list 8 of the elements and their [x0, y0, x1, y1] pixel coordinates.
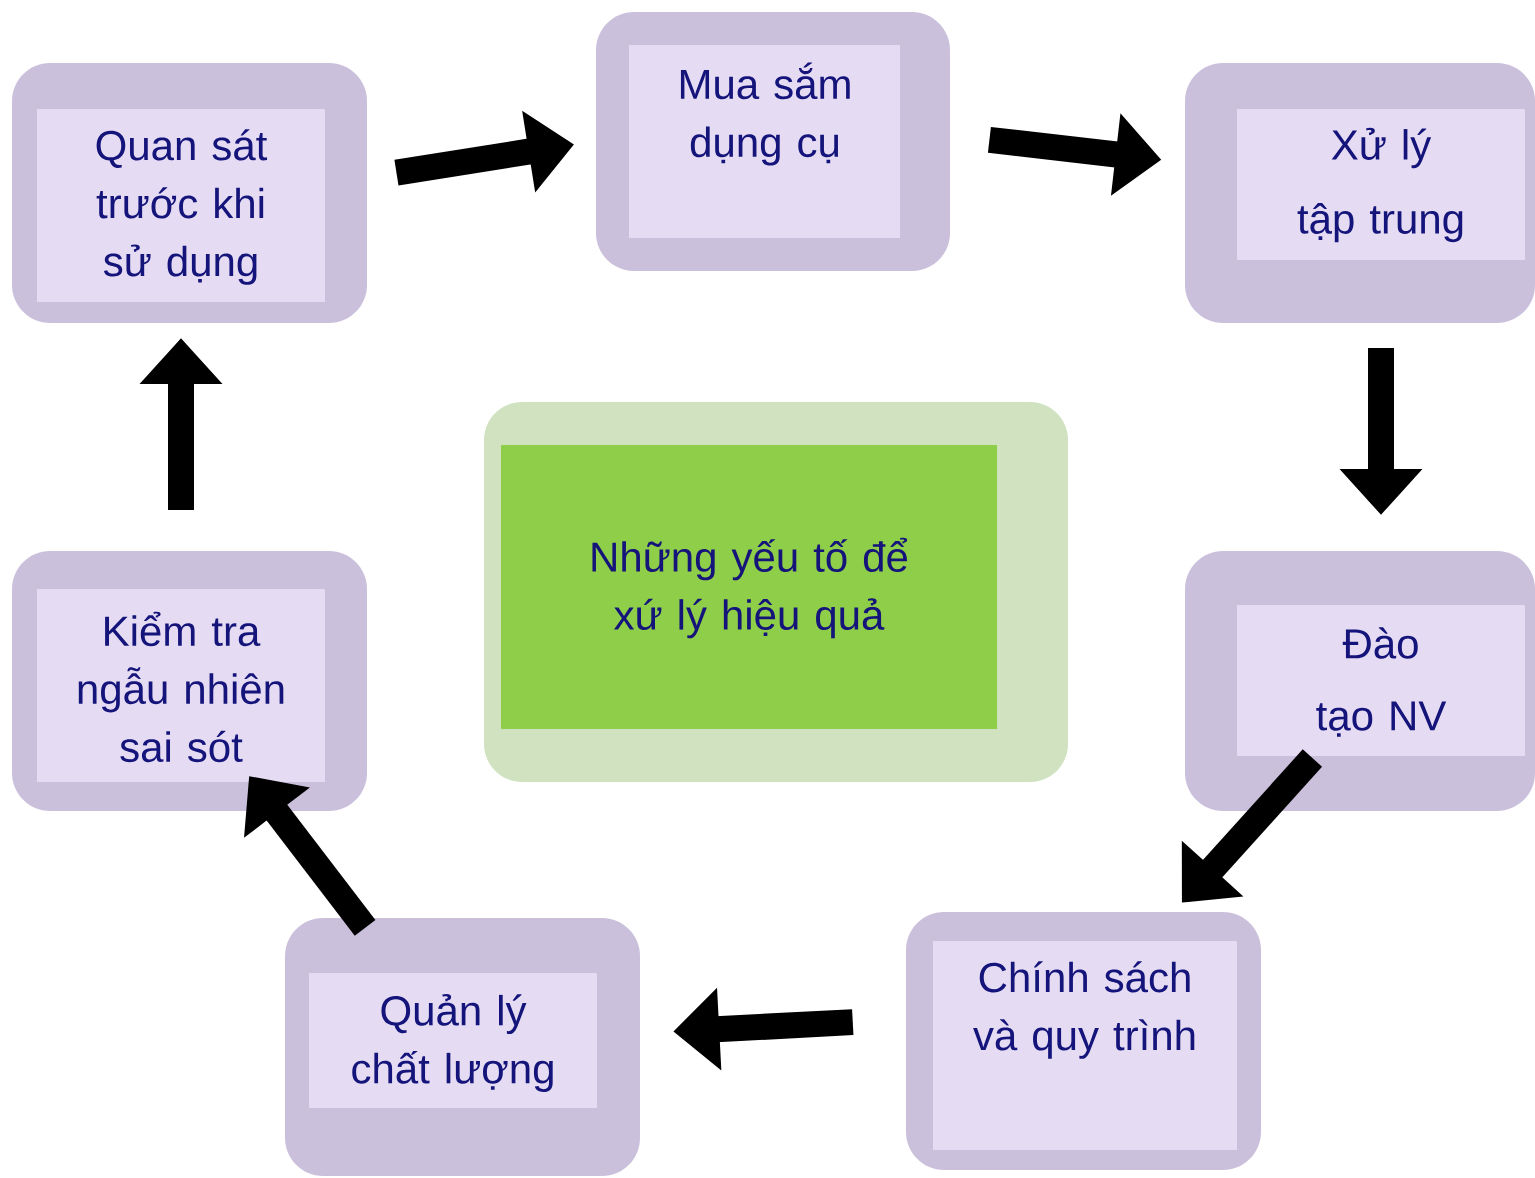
process-box: Chính sách và quy trình [906, 912, 1261, 1170]
process-box: Quản lý chất lượng [285, 918, 640, 1176]
process-box: Quan sát trước khi sử dụng [12, 63, 367, 323]
process-box: Đào tạo NV [1185, 551, 1535, 811]
process-box: Xử lý tập trung [1185, 63, 1535, 323]
process-box: Mua sắm dụng cụ [596, 12, 950, 271]
process-box: Kiểm tra ngẫu nhiên sai sót [12, 551, 367, 811]
center-box: Những yếu tố để xứ lý hiệu quả [484, 402, 1068, 782]
